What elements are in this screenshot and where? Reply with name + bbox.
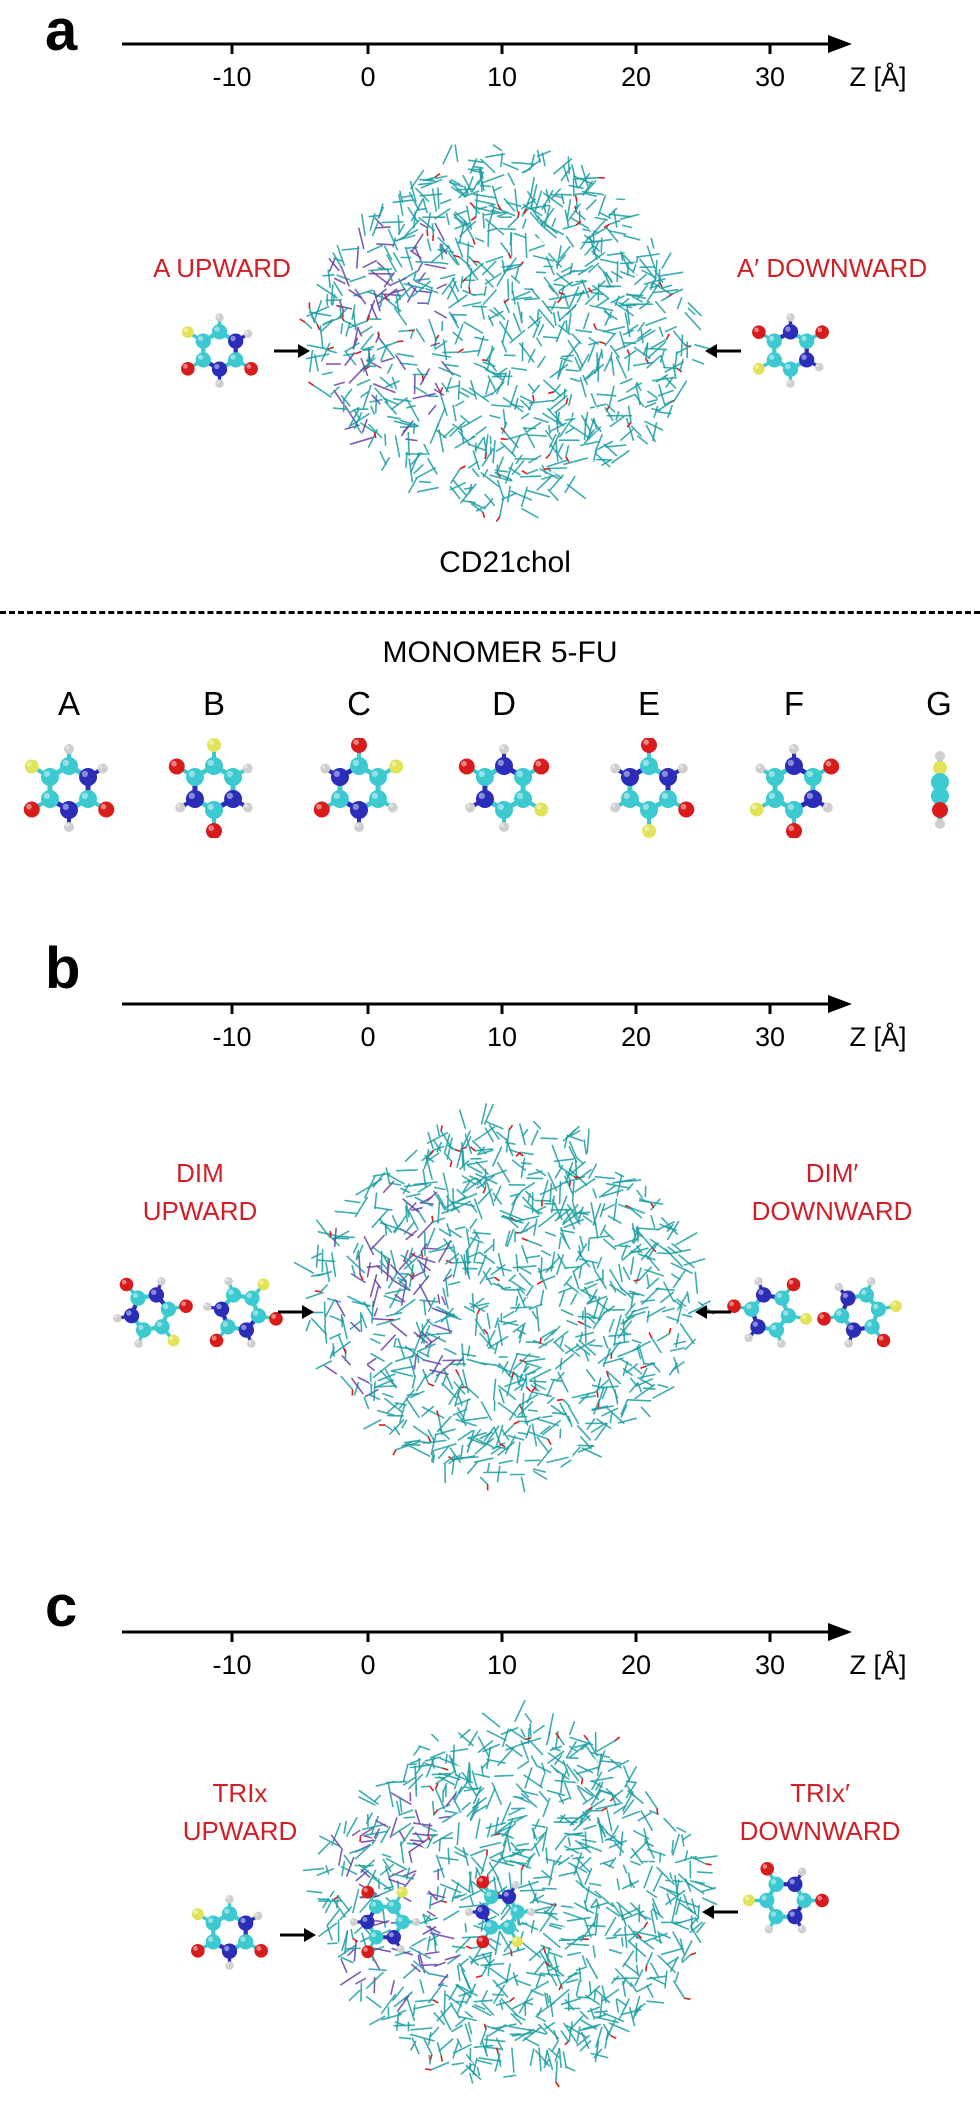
approach-arrow-left: [274, 344, 310, 358]
axis-label: Z [Å]: [849, 1649, 906, 1680]
tick-label: 0: [360, 1650, 375, 1680]
label-line: DOWNWARD: [751, 1195, 913, 1226]
right-orientation-label: A′ DOWNWARD: [712, 250, 952, 288]
label-line: UPWARD: [142, 1195, 258, 1226]
approach-arrow-right: [702, 1905, 738, 1919]
cyclodextrin-cluster: [294, 1103, 714, 1493]
orientation-letter-d: D: [492, 685, 516, 722]
orientation-letter-e: E: [637, 685, 660, 722]
orientation-letter-c: C: [347, 685, 371, 722]
molecule-5fu-trimer-bound-2: [464, 1875, 536, 1949]
orientation-letter-a: A: [57, 685, 80, 722]
tick-label: -10: [212, 62, 251, 92]
panel-letter-a: a: [45, 0, 78, 63]
z-axis-a: -10 0 10 20 30 Z [Å]: [122, 35, 907, 92]
left-orientation-label: DIM UPWARD: [100, 1155, 300, 1230]
label-line: DOWNWARD: [739, 1815, 901, 1846]
z-axis-b: -10 0 10 20 30 Z [Å]: [122, 995, 907, 1052]
molecule-5fu-orientation-d: [458, 744, 550, 832]
label-line: TRIx′: [790, 1778, 850, 1808]
left-orientation-label: TRIx UPWARD: [140, 1775, 340, 1850]
molecule-5fu-dimer-upward-1: [113, 1277, 193, 1348]
tick-label: 20: [621, 62, 651, 92]
label-line: DIM: [176, 1158, 224, 1188]
label-line: UPWARD: [182, 1815, 298, 1846]
tick-label: 0: [360, 1022, 375, 1052]
approach-arrow-right: [705, 344, 741, 358]
axis-label: Z [Å]: [849, 61, 906, 92]
approach-arrow-left: [280, 1928, 316, 1942]
tick-label: 20: [621, 1650, 651, 1680]
tick-label: -10: [212, 1022, 251, 1052]
molecule-5fu-orientation-f: [749, 744, 840, 838]
molecule-5fu-upward: [181, 313, 258, 388]
molecule-5fu-trimer-bound-1: [349, 1885, 421, 1959]
tick-label: -10: [212, 1650, 251, 1680]
orientation-letter-b: B: [202, 685, 225, 722]
section-divider: [0, 611, 980, 614]
panel-letter-b: b: [45, 936, 81, 1001]
cyclodextrin-cluster: [299, 144, 714, 523]
label-line: A UPWARD: [153, 253, 291, 283]
approach-arrow-right: [695, 1305, 731, 1319]
molecule-5fu-dimer-downward-1: [727, 1277, 812, 1348]
monomer-title: MONOMER 5-FU: [382, 636, 618, 669]
molecule-5fu-trimer-downward: [743, 1862, 829, 1934]
label-line: DIM′: [805, 1158, 859, 1188]
tick-label: 0: [360, 62, 375, 92]
molecule-5fu-trimer-upward: [191, 1895, 268, 1970]
tick-label: 10: [487, 62, 517, 92]
tick-label: 10: [487, 1650, 517, 1680]
molecule-5fu-orientation-c: [313, 738, 404, 832]
molecule-5fu-downward: [752, 313, 829, 388]
tick-label: 30: [755, 1650, 785, 1680]
molecule-5fu-orientation-g: [931, 751, 949, 829]
right-orientation-label: TRIx′ DOWNWARD: [700, 1775, 940, 1850]
molecule-5fu-orientation-e: [610, 738, 695, 838]
molecule-5fu-dimer-downward-2: [817, 1277, 902, 1348]
panel-letter-c: c: [45, 1574, 78, 1639]
molecule-5fu-orientation-b: [168, 738, 253, 838]
axis-label: Z [Å]: [849, 1021, 906, 1052]
molecule-5fu-dimer-upward-2: [203, 1277, 283, 1348]
label-line: TRIx: [212, 1778, 268, 1808]
tick-label: 30: [755, 1022, 785, 1052]
orientation-letter-g: G: [926, 685, 952, 722]
tick-label: 10: [487, 1022, 517, 1052]
tick-label: 20: [621, 1022, 651, 1052]
cluster-label: CD21chol: [439, 546, 571, 579]
z-axis-c: -10 0 10 20 30 Z [Å]: [122, 1623, 907, 1680]
tick-label: 30: [755, 62, 785, 92]
approach-arrow-left: [278, 1305, 314, 1319]
orientation-letter-f: F: [783, 685, 805, 722]
label-line: A′ DOWNWARD: [736, 253, 928, 283]
molecule-5fu-orientation-a: [23, 744, 115, 832]
right-orientation-label: DIM′ DOWNWARD: [712, 1155, 952, 1230]
left-orientation-label: A UPWARD: [122, 250, 322, 288]
